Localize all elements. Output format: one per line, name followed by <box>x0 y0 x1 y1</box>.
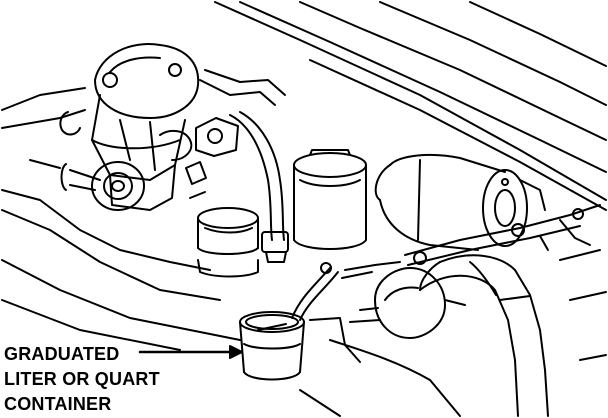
lower-right-details <box>299 249 607 417</box>
left-frame <box>1 87 241 351</box>
graduated-container <box>239 311 305 381</box>
motor-cylinder <box>374 153 546 251</box>
oil-filter <box>293 149 367 250</box>
hood-edge <box>214 1 607 211</box>
container-label: GRADUATED LITER OR QUART CONTAINER <box>4 342 160 417</box>
carburetor-assembly <box>59 43 200 211</box>
hose-fittings <box>185 69 289 263</box>
vacuum-canister <box>60 161 145 211</box>
drain-hose <box>291 261 401 363</box>
container-label-line3: CONTAINER <box>4 394 112 414</box>
lower-filter <box>197 207 259 278</box>
air-duct <box>419 254 549 417</box>
callout-leader <box>138 345 243 359</box>
throttle-linkage <box>404 204 601 266</box>
container-label-line1: GRADUATED <box>4 344 120 364</box>
container-label-line2: LITER OR QUART <box>4 369 160 389</box>
fuel-pump <box>349 267 466 339</box>
